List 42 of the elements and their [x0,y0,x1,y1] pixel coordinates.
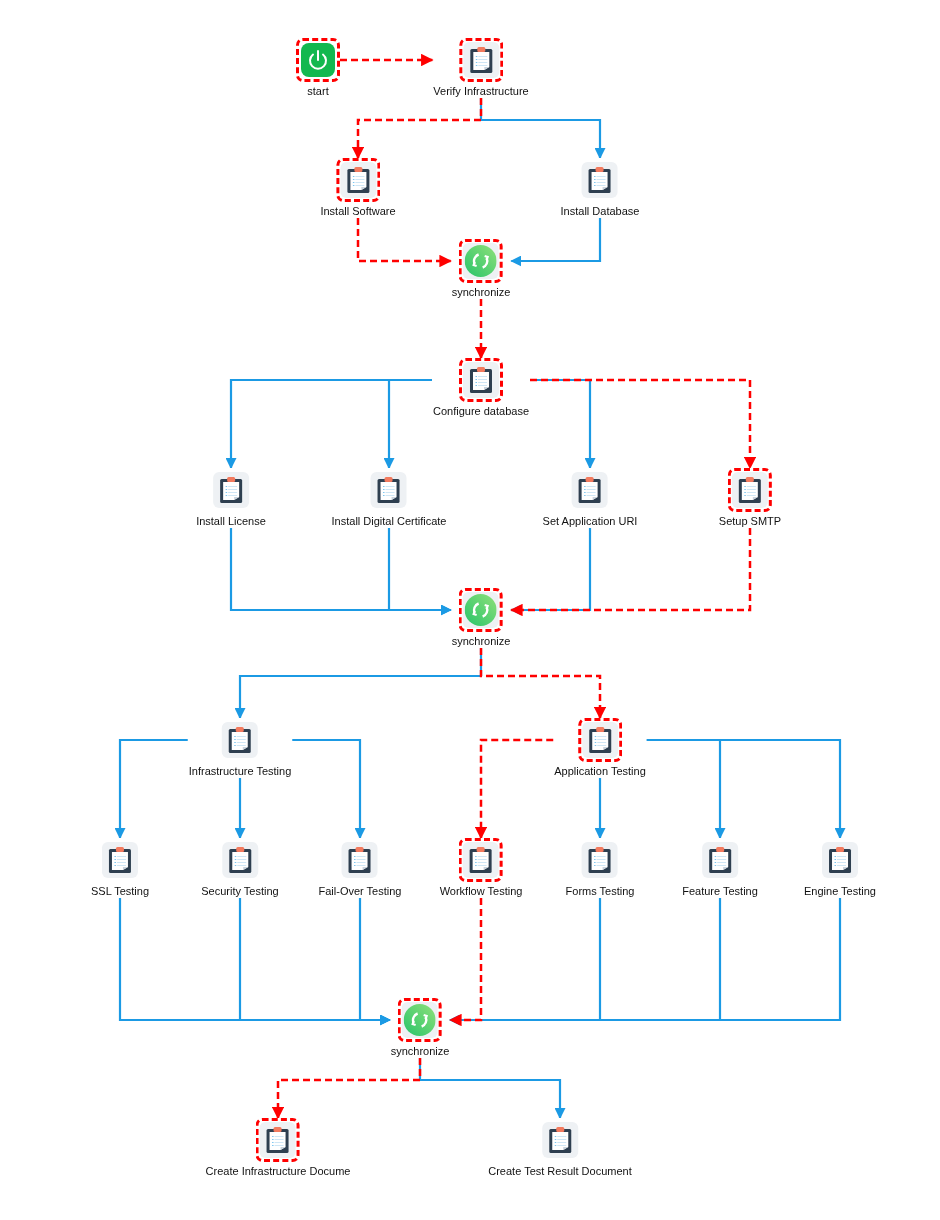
step-label: Engine Testing [803,884,877,898]
step-label: Security Testing [200,884,280,898]
step-label: Verify Infrastructure [432,84,530,98]
arrow [510,528,752,617]
arrow [474,299,488,360]
arrow [449,898,483,1027]
step-label: Setup SMTP [717,514,783,528]
step-label: Create Infrastructure Docume [204,1164,352,1178]
arrow [530,378,757,470]
arrow [356,218,452,268]
arrow [479,648,607,720]
arrow [271,1058,422,1120]
arrow [383,378,432,470]
arrow [292,738,366,840]
step-label: SSL Testing [89,884,151,898]
step-label: Set Application URI [541,514,639,528]
arrow [474,738,554,840]
step-label: synchronize [450,285,512,299]
step-label: Install Database [559,204,641,218]
step-label: synchronize [389,1044,451,1058]
step-label: Fail-Over Testing [317,884,403,898]
arrow [234,778,246,840]
step-label: Infrastructure Testing [187,764,293,778]
step-label: Install License [195,514,267,528]
step-label: synchronize [450,634,512,648]
step-label: start [306,84,330,98]
step-label: Install Software [319,204,397,218]
arrow [114,738,188,840]
arrow [510,218,602,267]
step-label: Install Digital Certificate [330,514,448,528]
arrow [340,53,434,67]
arrow [387,528,452,616]
step-label: Create Test Result Document [487,1164,633,1178]
step-label: Feature Testing [681,884,759,898]
arrow [351,98,483,160]
arrow [358,898,391,1026]
step-label: Configure database [432,404,530,418]
step-label: Workflow Testing [438,884,524,898]
step-label: Application Testing [553,764,647,778]
arrow [594,778,606,840]
step-label: Forms Testing [564,884,636,898]
arrow [646,738,846,840]
